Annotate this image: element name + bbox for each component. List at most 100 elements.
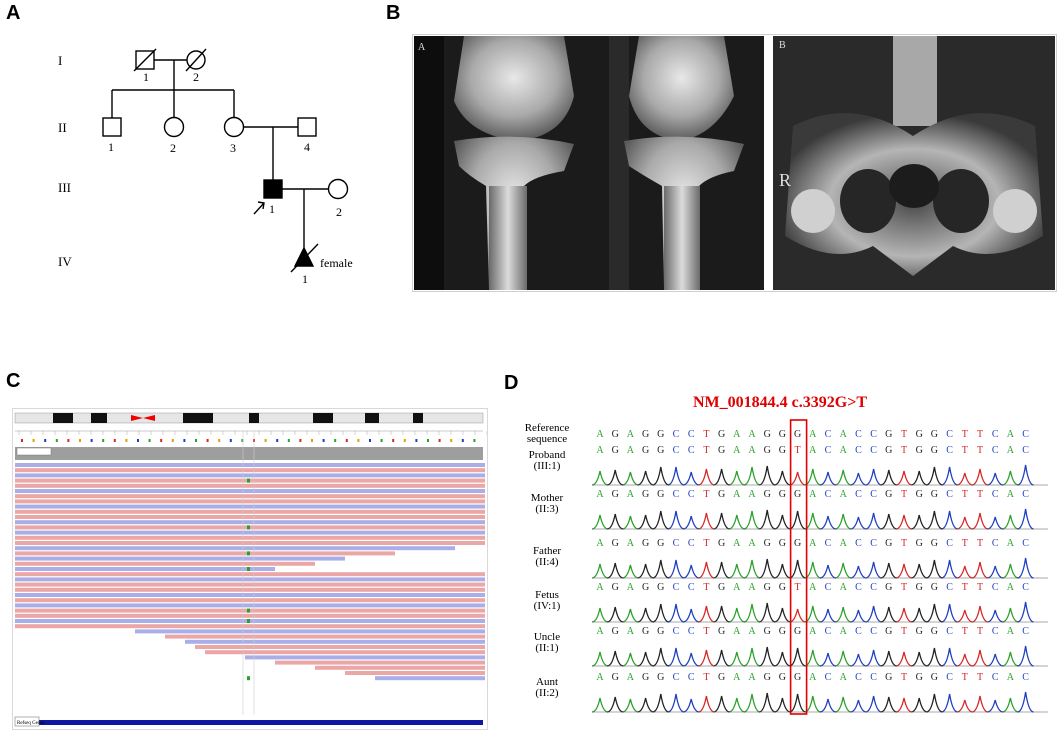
reference-base-letter: T xyxy=(962,429,968,440)
mismatch-base xyxy=(247,619,250,623)
chromatogram-trace xyxy=(607,465,943,486)
sample-base-letter: C xyxy=(1022,626,1029,637)
sample-base-letter: A xyxy=(748,445,756,456)
sample-base-letter: T xyxy=(977,626,983,637)
sample-base-letter: G xyxy=(612,582,619,593)
pedigree-chart: I II III IV 1 2 1 2 3 4 1 2 1 female xyxy=(58,48,353,286)
sample-base-letter: C xyxy=(688,489,695,500)
pedigree-III-2 xyxy=(327,178,349,200)
sample-base-letter: A xyxy=(748,489,756,500)
sample-base-letter: A xyxy=(840,672,848,683)
sample-base-letter: A xyxy=(596,538,604,549)
sample-base-letter: G xyxy=(916,626,923,637)
sample-base-letter: C xyxy=(688,626,695,637)
sample-base-letter: G xyxy=(794,626,801,637)
sample-base-letter: A xyxy=(627,538,635,549)
sample-base-letter: G xyxy=(718,445,725,456)
variant-title: NM_001844.4 c.3392G>T xyxy=(693,394,867,411)
sample-base-letter: T xyxy=(795,445,801,456)
sample-base-letter: C xyxy=(825,582,832,593)
sample-base-letter: T xyxy=(977,672,983,683)
sample-base-letter: A xyxy=(748,626,756,637)
sample-base-letter: A xyxy=(809,538,817,549)
aligned-read xyxy=(135,629,485,634)
sample-base-letter: C xyxy=(992,582,999,593)
sample-base-letter: G xyxy=(657,626,664,637)
sample-label-father: Father (II:4) xyxy=(508,546,586,568)
sample-base-letter: G xyxy=(642,538,649,549)
sample-base-letter: A xyxy=(596,445,604,456)
aligned-read xyxy=(15,483,485,488)
xray-sublabel-b: B xyxy=(779,40,786,51)
aligned-read xyxy=(15,494,485,499)
sample-base-letter: A xyxy=(840,489,848,500)
aligned-read xyxy=(15,473,485,478)
sample-base-letter: G xyxy=(779,672,786,683)
sample-base-letter: G xyxy=(779,582,786,593)
aligned-read xyxy=(15,593,485,597)
sample-base-letter: C xyxy=(855,672,862,683)
aligned-read xyxy=(15,598,485,603)
sample-base-letter: A xyxy=(809,445,817,456)
sample-name: Proband xyxy=(528,449,566,461)
aligned-read xyxy=(15,567,275,571)
individual-number: 2 xyxy=(170,141,176,155)
reference-base-letter: A xyxy=(1007,429,1015,440)
sample-id: (III:1) xyxy=(533,460,561,472)
mismatch-base xyxy=(247,551,250,556)
sample-base-letter: T xyxy=(962,445,968,456)
sample-base-letter: G xyxy=(916,445,923,456)
pedigree-II-4 xyxy=(297,117,317,137)
aligned-read xyxy=(15,520,485,525)
sample-base-letter: C xyxy=(688,672,695,683)
sample-base-letter: A xyxy=(733,538,741,549)
sample-base-letter: C xyxy=(825,445,832,456)
sample-base-letter: C xyxy=(946,538,953,549)
sample-base-letter: C xyxy=(1022,672,1029,683)
sample-base-letter: A xyxy=(1007,626,1015,637)
reference-base-letter: C xyxy=(855,429,862,440)
chromatogram-trace xyxy=(698,695,989,713)
sample-base-letter: C xyxy=(870,489,877,500)
sample-base-letter: G xyxy=(931,489,938,500)
reference-base-letter: G xyxy=(885,429,892,440)
sample-label-proband: Proband (III:1) xyxy=(508,450,586,472)
mismatch-base xyxy=(247,608,250,613)
individual-number: 1 xyxy=(302,272,308,286)
sample-base-letter: C xyxy=(855,626,862,637)
sample-label-fetus: Fetus (IV:1) xyxy=(508,590,586,612)
side-marker: R xyxy=(779,170,791,190)
mismatch-base xyxy=(247,567,250,571)
sample-base-letter: C xyxy=(870,538,877,549)
generation-label-III: III xyxy=(58,180,71,195)
sample-base-letter: T xyxy=(977,538,983,549)
reference-base-letter: A xyxy=(840,429,848,440)
sample-base-letter: C xyxy=(946,445,953,456)
sample-base-letter: G xyxy=(642,626,649,637)
sample-base-letter: G xyxy=(885,672,892,683)
individual-number: 2 xyxy=(336,205,342,219)
sample-label-aunt: Aunt (II:2) xyxy=(508,677,586,699)
sample-base-letter: T xyxy=(962,489,968,500)
sample-name: Father xyxy=(532,545,562,557)
chromatogram-trace xyxy=(607,558,943,579)
sample-id: (II:3) xyxy=(535,503,559,515)
aligned-read xyxy=(245,655,485,660)
sample-base-letter: G xyxy=(764,445,771,456)
aligned-read xyxy=(15,541,485,545)
sample-base-letter: G xyxy=(885,626,892,637)
aligned-read xyxy=(165,634,485,639)
sample-base-letter: C xyxy=(946,489,953,500)
chromatogram-trace xyxy=(607,509,943,530)
sample-base-letter: G xyxy=(642,445,649,456)
sample-name: Mother xyxy=(530,492,564,504)
sample-base-letter: G xyxy=(931,445,938,456)
sample-id: (II:4) xyxy=(535,556,559,568)
sample-base-letter: C xyxy=(870,626,877,637)
aligned-read xyxy=(15,499,485,504)
reference-base-letter: C xyxy=(825,429,832,440)
sample-base-letter: C xyxy=(825,626,832,637)
aligned-read xyxy=(15,530,485,535)
sample-base-letter: C xyxy=(825,672,832,683)
variant-highlight-box xyxy=(789,419,808,715)
